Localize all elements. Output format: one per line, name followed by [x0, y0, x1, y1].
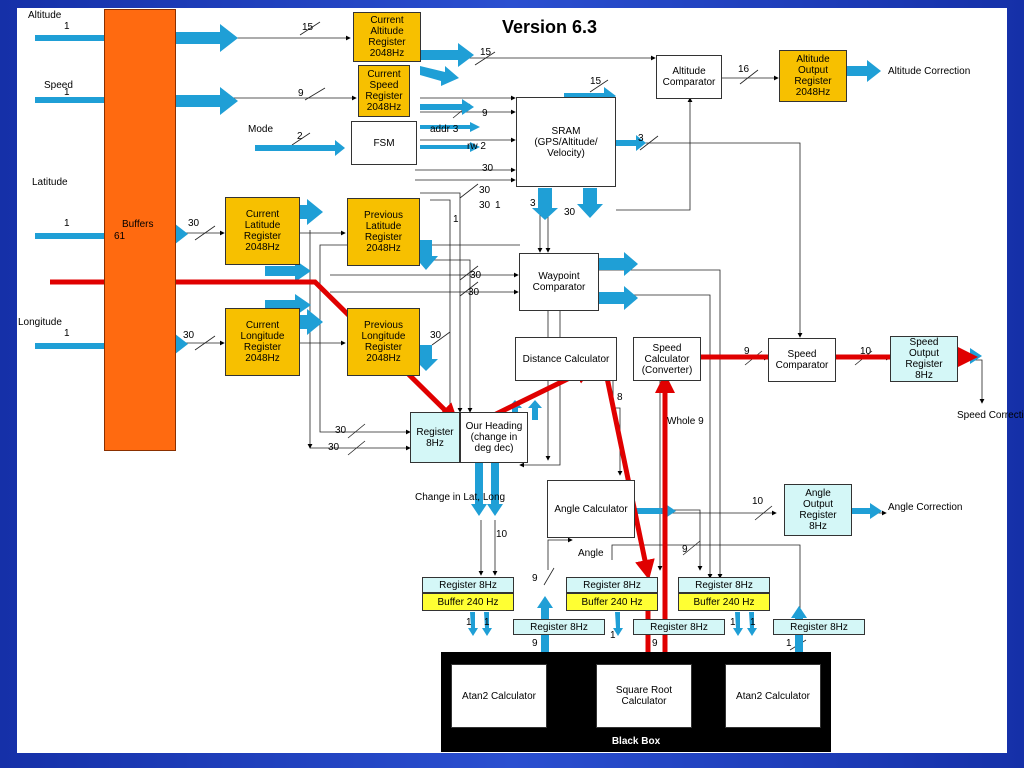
current-speed-register: Current Speed Register 2048Hz — [358, 65, 410, 117]
bus-width-label: 30 — [482, 163, 494, 174]
longitude-input-label: Longitude — [18, 317, 62, 328]
bottom-register-8hz-2: Register 8Hz — [566, 577, 658, 593]
change-in-lat-long-label: Change in Lat, Long — [415, 492, 506, 503]
bus-width-label: 9 — [482, 108, 488, 119]
bottom-register-8hz-3: Register 8Hz — [678, 577, 770, 593]
bus-width-label: 9 — [652, 638, 658, 649]
speed-correction-label: Speed Correction — [957, 410, 1024, 421]
bus-width-label: 30 — [335, 425, 347, 436]
bus-width-label: 9 — [532, 638, 538, 649]
bus-width-label: 1 — [466, 617, 472, 628]
bus-width-label: 1 — [750, 617, 756, 628]
bus-width-label: 1 — [64, 21, 70, 32]
diagram-title: Version 6.3 — [502, 17, 598, 37]
previous-longitude-register: Previous Longitude Register 2048Hz — [347, 308, 420, 376]
waypoint-comparator-block: Waypoint Comparator — [519, 253, 599, 311]
angle-signal-label: Angle — [578, 548, 604, 559]
bus-width-label: 1 — [64, 328, 70, 339]
current-latitude-register: Current Latitude Register 2048Hz — [225, 197, 300, 265]
angle-output-register: Angle Output Register 8Hz — [784, 484, 852, 536]
bus-width-label: 30 — [188, 218, 200, 229]
black-box: Atan2 Calculator Square Root Calculator … — [441, 652, 831, 752]
bus-width-label: 1 — [730, 617, 736, 628]
register-8hz-heading: Register 8Hz — [410, 412, 460, 463]
bus-width-label: 30 — [470, 270, 482, 281]
bus-width-label: 30 — [328, 442, 340, 453]
bus-width-label: 30 — [468, 287, 480, 298]
buffers-block — [104, 9, 176, 451]
speed-input-label: Speed — [44, 80, 73, 91]
buffers-label: Buffers — [122, 219, 154, 230]
our-heading-block: Our Heading (change in deg dec) — [460, 412, 528, 463]
bus-width-label: 30 — [479, 185, 491, 196]
bus-width-label: 1 — [786, 638, 792, 649]
rw-signal-label: rw 2 — [467, 141, 486, 152]
angle-correction-label: Angle Correction — [888, 502, 963, 513]
bus-width-label: 15 — [302, 22, 314, 33]
altitude-comparator-block: Altitude Comparator — [656, 55, 722, 99]
altitude-correction-label: Altitude Correction — [888, 66, 971, 77]
bus-width-label: 1 — [64, 87, 70, 98]
bus-width-label: 30 — [564, 207, 576, 218]
bus-width-label: 1 — [453, 214, 459, 225]
bus-width-label: 3 — [638, 133, 644, 144]
altitude-output-register: Altitude Output Register 2048Hz — [779, 50, 847, 102]
bus-width-label: 10 — [860, 346, 872, 357]
whole-signal-label: Whole 9 — [667, 416, 704, 427]
bottom-buffer-240hz-1: Buffer 240 Hz — [422, 593, 514, 611]
bus-width-label: 30 — [183, 330, 195, 341]
fsm-block: FSM — [351, 121, 417, 165]
bus-width-label: 15 — [590, 76, 602, 87]
bus-width-label: 1 — [495, 200, 501, 211]
bus-width-label: 8 — [617, 392, 623, 403]
altitude-input-label: Altitude — [28, 10, 62, 21]
black-box-title: Black Box — [611, 736, 661, 747]
bottom-buffer-240hz-2: Buffer 240 Hz — [566, 593, 658, 611]
bus-width-label: 10 — [496, 529, 508, 540]
bus-width-label: 9 — [744, 346, 750, 357]
bus-width-label: 9 — [682, 544, 688, 555]
atan2-calculator-left: Atan2 Calculator — [451, 664, 547, 728]
mode-input-label: Mode — [248, 124, 274, 135]
bus-width-label: 9 — [298, 88, 304, 99]
bus-width-label: 2 — [297, 131, 303, 142]
bus-width-label: 3 — [530, 198, 536, 209]
lower-register-8hz-3: Register 8Hz — [773, 619, 865, 635]
bottom-buffer-240hz-3: Buffer 240 Hz — [678, 593, 770, 611]
bottom-register-8hz-1: Register 8Hz — [422, 577, 514, 593]
bus-width-label: 1 — [484, 617, 490, 628]
speed-output-register: Speed Output Register 8Hz — [890, 336, 958, 382]
current-longitude-register: Current Longitude Register 2048Hz — [225, 308, 300, 376]
square-root-calculator: Square Root Calculator — [596, 664, 692, 728]
speed-comparator-block: Speed Comparator — [768, 338, 836, 382]
speed-calculator-block: Speed Calculator (Converter) — [633, 337, 701, 381]
distance-calculator-block: Distance Calculator — [515, 337, 617, 381]
buffers-width-label: 61 — [114, 231, 126, 242]
angle-calculator-block: Angle Calculator — [547, 480, 635, 538]
bus-width-label: 15 — [480, 47, 492, 58]
lower-register-8hz-1: Register 8Hz — [513, 619, 605, 635]
latitude-input-label: Latitude — [32, 177, 68, 188]
lower-register-8hz-2: Register 8Hz — [633, 619, 725, 635]
bus-width-label: 10 — [752, 496, 764, 507]
bus-width-label: 1 — [64, 218, 70, 229]
previous-latitude-register: Previous Latitude Register 2048Hz — [347, 198, 420, 266]
bus-width-label: 30 — [479, 200, 491, 211]
current-altitude-register: Current Altitude Register 2048Hz — [353, 12, 421, 62]
bus-width-label: 16 — [738, 64, 750, 75]
bus-width-label: 30 — [430, 330, 442, 341]
bus-width-label: 1 — [610, 630, 616, 641]
bus-width-label: 9 — [532, 573, 538, 584]
sram-block: SRAM (GPS/Altitude/ Velocity) — [516, 97, 616, 187]
addr-signal-label: addr 3 — [430, 124, 459, 135]
atan2-calculator-right: Atan2 Calculator — [725, 664, 821, 728]
